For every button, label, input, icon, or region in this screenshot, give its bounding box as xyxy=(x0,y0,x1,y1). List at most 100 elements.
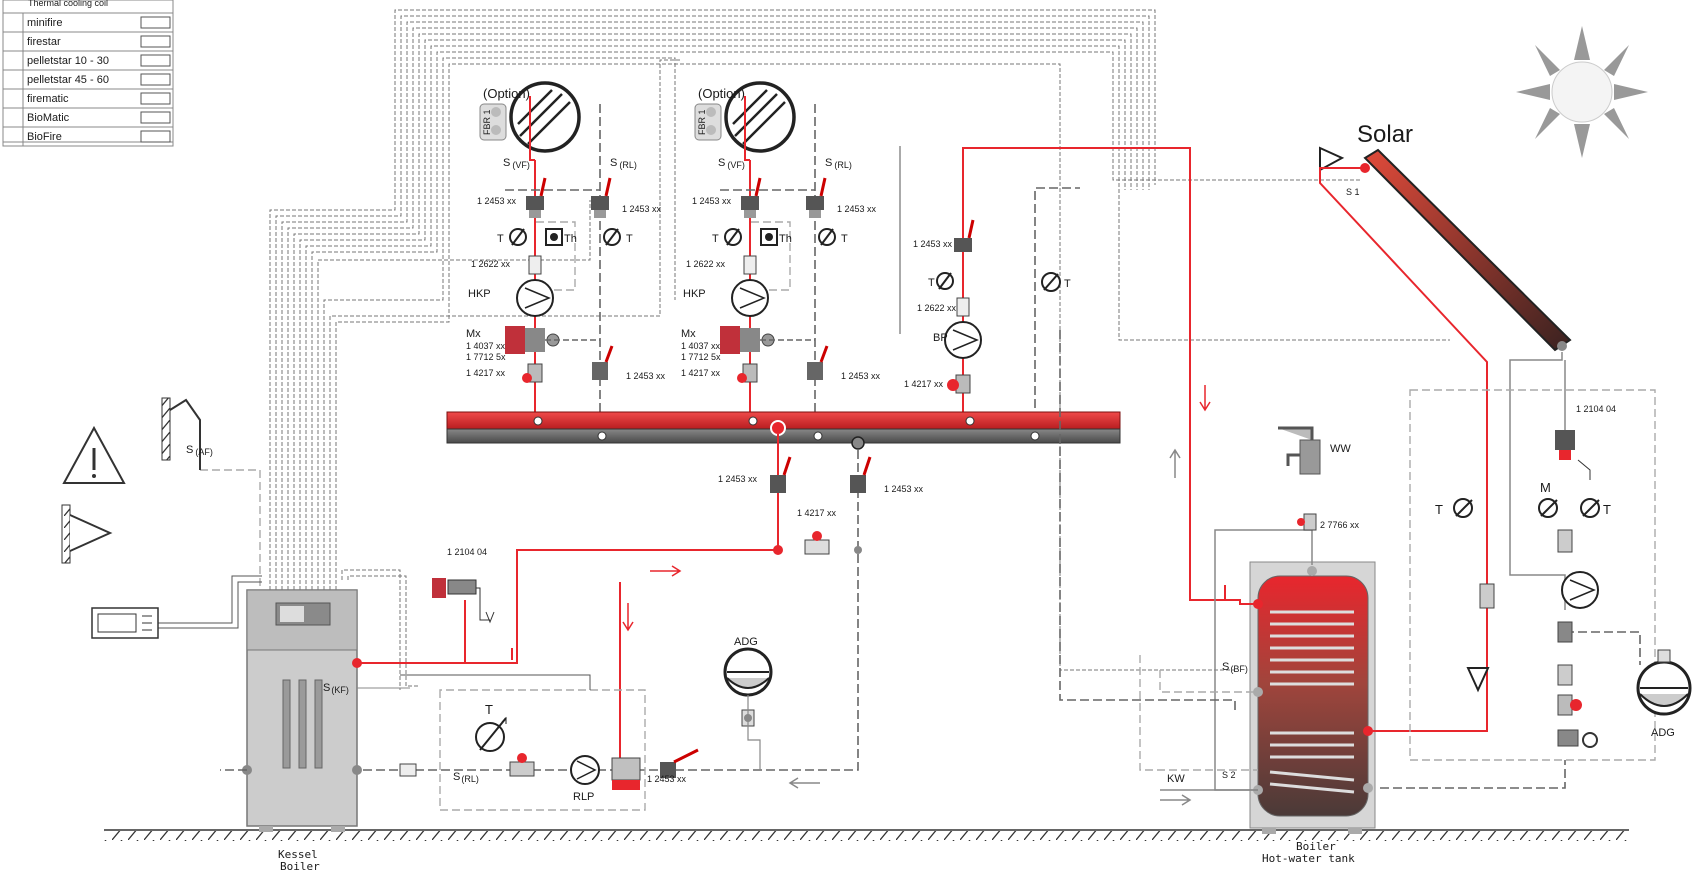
outdoor-sensor-label: S(AF) xyxy=(186,444,213,457)
hc-code-2622: 1 2622 xx xyxy=(471,259,511,269)
sun-icon xyxy=(1516,26,1648,158)
legend-item-label: firematic xyxy=(27,93,69,105)
legend-item-label: BioMatic xyxy=(27,112,70,124)
hot-water-tap xyxy=(1278,426,1321,531)
solar-manometer-label: M xyxy=(1540,480,1551,495)
hc-code-4217: 1 4217 xx xyxy=(466,368,506,378)
tank-label-en: Hot-water tank xyxy=(1262,852,1355,865)
legend-item-label: firestar xyxy=(27,36,61,48)
solar-temp-right: T xyxy=(1603,502,1611,517)
solar-safety-code: 1 2104 04 xyxy=(1576,404,1616,414)
manifold-valve-left-code: 1 2453 xx xyxy=(718,474,758,484)
ground-line xyxy=(104,829,1629,841)
hc-mixer-code-1: 1 4037 xx xyxy=(466,341,506,351)
hc-sensor-rl: S(RL) xyxy=(825,157,852,170)
hc-option-label: (Option) xyxy=(483,86,530,101)
boiler-sensor-label: S(KF) xyxy=(323,682,349,695)
hc-th-label: Th xyxy=(564,233,577,245)
boiler-label-de: Kessel xyxy=(278,848,318,861)
kw-label: KW xyxy=(1167,773,1185,785)
hc-valve-left-code: 1 2453 xx xyxy=(692,196,732,206)
legend-item-label: pelletstar 10 - 30 xyxy=(27,55,109,67)
boiler-pump-circuit xyxy=(899,146,1226,601)
return-valve-code: 1 2453 xx xyxy=(647,774,687,784)
manifold-bottom-valves xyxy=(770,456,872,555)
display-controller xyxy=(91,607,159,639)
legend-item-label: pelletstar 45 - 60 xyxy=(27,74,109,86)
hc-th-label: Th xyxy=(779,233,792,245)
hot-water-tank xyxy=(1249,561,1376,834)
hc-temp-label: T xyxy=(497,233,504,245)
rlp-label: RLP xyxy=(573,791,594,803)
hc-option-label: (Option) xyxy=(698,86,745,101)
hc-valve-left-code: 1 2453 xx xyxy=(477,196,517,206)
return-group xyxy=(475,716,699,790)
hc-sensor-vf: S(VF) xyxy=(503,157,530,170)
legend-checkbox[interactable] xyxy=(140,92,171,105)
solar-collector xyxy=(1319,146,1572,352)
legend-item-label: minifire xyxy=(27,17,62,29)
legend-item-label: BioFire xyxy=(27,131,62,143)
legend-checkbox[interactable] xyxy=(140,16,171,29)
legend-checkbox[interactable] xyxy=(140,111,171,124)
return-temp-label: T xyxy=(485,702,493,717)
boiler-unit xyxy=(242,589,410,832)
hc-temp-right-label: T xyxy=(626,233,633,245)
hc-valve-right-code: 1 2453 xx xyxy=(622,204,662,214)
legend-checkbox[interactable] xyxy=(140,73,171,86)
hc-mixer-code-2: 1 7712 5x xyxy=(466,352,506,362)
bp-valve-code: 1 2453 xx xyxy=(913,239,953,249)
hc-code-4217: 1 4217 xx xyxy=(681,368,721,378)
solar-title: Solar xyxy=(1357,121,1413,148)
hc-return-valve-code: 1 2453 xx xyxy=(841,371,881,381)
flow-arrows xyxy=(622,385,1211,806)
solar-adg-label: ADG xyxy=(1651,727,1675,739)
legend-checkbox[interactable] xyxy=(140,130,171,143)
hc-pump-label: HKP xyxy=(683,288,706,300)
solar-temp-left: T xyxy=(1435,502,1443,517)
bp-temp-label: T xyxy=(928,277,935,289)
manifold-valve-right-code: 1 2453 xx xyxy=(884,484,924,494)
solar-sensor-s1: S 1 xyxy=(1346,187,1360,197)
hc-mixer-code-2: 1 7712 5x xyxy=(681,352,721,362)
adg-main-label: ADG xyxy=(734,636,758,648)
return-sensor-label: S(RL) xyxy=(453,771,479,784)
hc-code-2622: 1 2622 xx xyxy=(686,259,726,269)
distribution-manifold xyxy=(446,411,1121,450)
hc-fbr-label: FBR 1 xyxy=(697,109,707,135)
legend-checkbox[interactable] xyxy=(140,35,171,48)
boiler-safety-valve xyxy=(432,578,495,624)
hc-sensor-vf: S(VF) xyxy=(718,157,745,170)
boiler-legend-table: Thermal cooling coil minifire firestar pel… xyxy=(2,0,174,147)
solar-group-components xyxy=(1453,430,1600,748)
boiler-label-en: Boiler xyxy=(280,860,320,873)
manifold-code-4217: 1 4217 xx xyxy=(797,508,837,518)
hc-valve-right-code: 1 2453 xx xyxy=(837,204,877,214)
heating-circuit-1-labels: (Option) 1 2453 xx 1 2453 xx T Th T 1 2622 xx H… xyxy=(466,86,666,381)
ww-label: WW xyxy=(1330,443,1351,455)
labels: 1 2453 xx T 1 2622 xx BP 1 4217 xx T 1 2… xyxy=(186,121,1675,873)
hc-temp-label: T xyxy=(712,233,719,245)
tank-sensor-s2: S 2 xyxy=(1222,770,1236,780)
bp-code-4217: 1 4217 xx xyxy=(904,379,944,389)
legend-row xyxy=(2,126,174,147)
heating-circuit-template xyxy=(479,81,621,433)
hc-mixer-code-1: 1 4037 xx xyxy=(681,341,721,351)
outdoor-sensor xyxy=(161,397,201,470)
warning-icon xyxy=(62,425,126,484)
hc-fbr-label: FBR 1 xyxy=(482,109,492,135)
legend-checkbox[interactable] xyxy=(140,54,171,67)
tank-sensor-bf: S(BF) xyxy=(1222,661,1248,674)
tank-code-2766: 2 7766 xx xyxy=(1320,520,1360,530)
tank-label-de: Boiler xyxy=(1296,840,1336,853)
legend-title: Thermal cooling coil xyxy=(28,0,108,8)
hc-mixer-label: Mx xyxy=(466,328,481,340)
hc-sensor-rl: S(RL) xyxy=(610,157,637,170)
hc-mixer-label: Mx xyxy=(681,328,696,340)
hc-pump-label: HKP xyxy=(468,288,491,300)
bp-pump-label: BP xyxy=(933,332,948,344)
hc-return-valve-code: 1 2453 xx xyxy=(626,371,666,381)
expansion-vessel-solar xyxy=(1636,649,1692,716)
boiler-safety-code: 1 2104 04 xyxy=(447,547,487,557)
